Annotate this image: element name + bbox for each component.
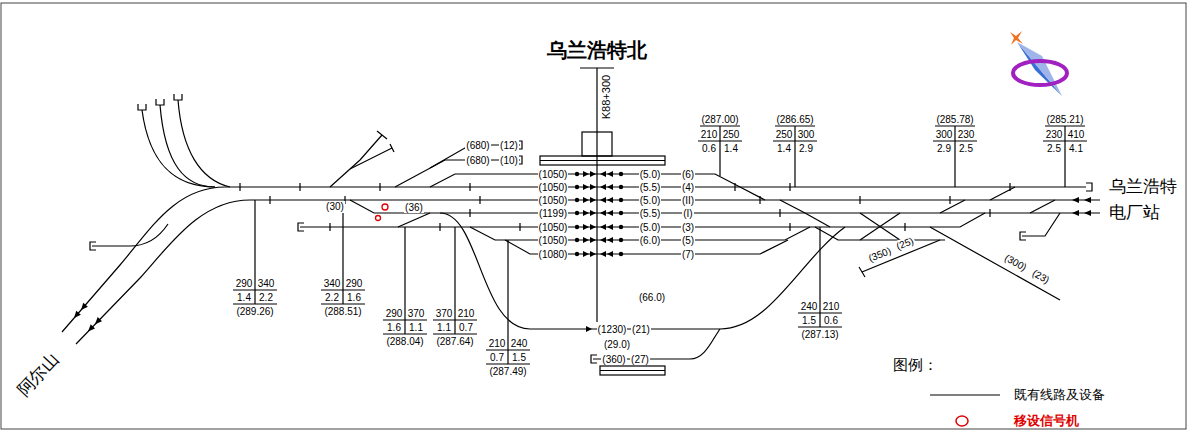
station-title: 乌兰浩特北 [546, 39, 648, 61]
grade-value: 1.1 [436, 322, 452, 333]
track-label: (360) [601, 354, 626, 365]
grade-label: (5.0) [639, 195, 662, 206]
track-number: (7) [681, 249, 695, 260]
grade-label: (66.0) [638, 292, 666, 303]
length-value: 210 [488, 338, 507, 349]
grade-value: 2.2 [258, 292, 274, 303]
grade-value: 4.1 [1068, 143, 1084, 154]
grade-value: 0.6 [701, 143, 717, 154]
grade-label: (5.0) [639, 222, 662, 233]
direction-label: 阿尔山 [13, 349, 63, 401]
legend-text: 既有线路及设备 [1013, 388, 1106, 402]
track-label: (12) [499, 140, 519, 151]
grade-value: 0.7 [489, 352, 505, 363]
length-value: 210 [822, 301, 841, 312]
length-value: 210 [457, 308, 476, 319]
elevation-label: (288.04) [385, 336, 424, 347]
track-length: (1080) [538, 249, 569, 260]
grade-value: 1.4 [236, 292, 252, 303]
grade-value: 1.5 [801, 315, 817, 326]
track-number: (5) [681, 235, 695, 246]
elevation-label: (287.49) [488, 366, 527, 377]
grade-label: (5.0) [639, 169, 662, 180]
grade-label: (29.0) [603, 339, 631, 350]
elevation-label: (288.51) [323, 306, 362, 317]
grade-value: 2.2 [324, 292, 340, 303]
direction-label: 乌兰浩特 [1108, 178, 1178, 197]
track-label: (21) [631, 324, 651, 335]
length-value: 230 [957, 129, 976, 140]
grade-value: 1.6 [346, 292, 362, 303]
track-length: (1050) [538, 222, 569, 233]
grade-label: (6.0) [639, 235, 662, 246]
length-value: 290 [385, 308, 404, 319]
track-length: (1050) [538, 235, 569, 246]
length-value: 300 [797, 129, 816, 140]
track-number: (II) [681, 195, 695, 206]
track-number: (6) [681, 169, 695, 180]
length-value: 250 [722, 129, 741, 140]
length-value: 300 [935, 129, 954, 140]
grade-label: (5.5) [639, 182, 662, 193]
elevation-label: (285.78) [935, 114, 974, 125]
legend-text: 移设信号机 [1013, 414, 1080, 428]
grade-value: 0.6 [823, 315, 839, 326]
track-number: (4) [681, 182, 695, 193]
length-value: 290 [345, 278, 364, 289]
legend-heading: 图例： [892, 357, 939, 374]
elevation-label: (287.64) [435, 336, 474, 347]
length-value: 340 [257, 278, 276, 289]
track-label: (10) [499, 155, 519, 166]
length-value: 230 [1045, 129, 1064, 140]
length-value: 290 [235, 278, 254, 289]
grade-value: 1.1 [408, 322, 424, 333]
grade-value: 2.9 [936, 143, 952, 154]
length-value: 340 [323, 278, 342, 289]
switch-number: (36) [404, 202, 424, 213]
grade-value: 1.4 [776, 143, 792, 154]
track-label: (1230) [597, 324, 628, 335]
length-value: 370 [435, 308, 454, 319]
direction-label: 电厂站 [1108, 204, 1161, 223]
track-label: (25) [894, 234, 916, 252]
grade-value: 0.7 [458, 322, 474, 333]
track-label: (27) [630, 354, 650, 365]
track-length: (1050) [538, 169, 569, 180]
grade-value: 1.6 [386, 322, 402, 333]
length-value: 240 [510, 338, 529, 349]
track-label: (680) [465, 155, 490, 166]
grade-value: 2.5 [958, 143, 974, 154]
length-value: 370 [407, 308, 426, 319]
track-length: (1050) [538, 182, 569, 193]
length-value: 250 [775, 129, 794, 140]
mileage-label: K88+300 [600, 74, 612, 120]
grade-value: 2.5 [1046, 143, 1062, 154]
grade-value: 2.9 [798, 143, 814, 154]
length-value: 210 [700, 129, 719, 140]
track-length: (1199) [538, 208, 568, 219]
elevation-label: (289.26) [235, 306, 274, 317]
elevation-label: (285.21) [1045, 114, 1084, 125]
switch-number: (30) [325, 201, 345, 212]
track-length: (1050) [538, 195, 569, 206]
track-label: (680) [465, 140, 490, 151]
grade-value: 1.5 [511, 352, 527, 363]
elevation-label: (287.13) [800, 329, 839, 340]
length-value: 410 [1067, 129, 1086, 140]
grade-value: 1.4 [723, 143, 739, 154]
track-number: (I) [682, 208, 693, 219]
length-value: 240 [800, 301, 819, 312]
grade-label: (5.5) [639, 208, 662, 219]
elevation-label: (286.65) [775, 114, 814, 125]
track-label: (23) [1030, 266, 1053, 285]
track-number: (3) [681, 222, 695, 233]
elevation-label: (287.00) [700, 114, 739, 125]
